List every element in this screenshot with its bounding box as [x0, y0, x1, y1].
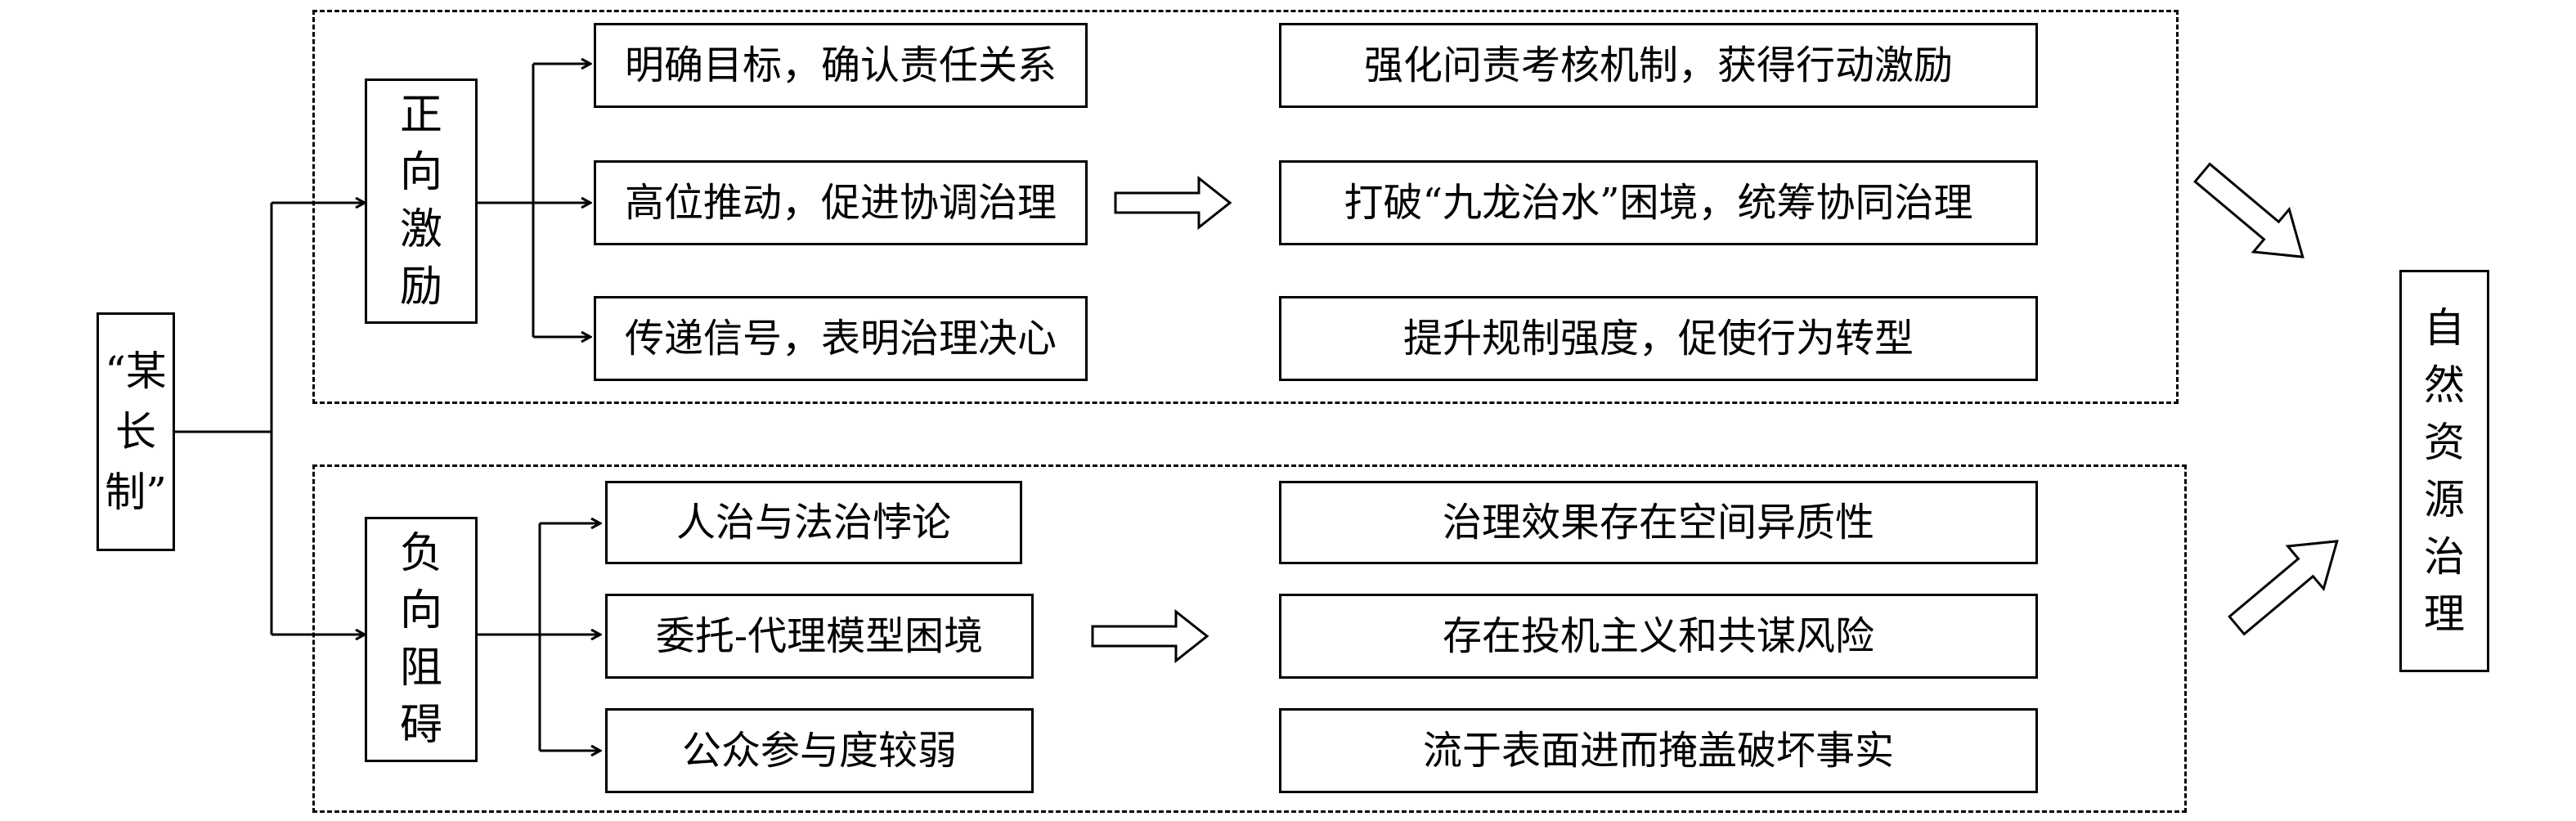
- negative-cause-3: 公众参与度较弱: [605, 708, 1034, 793]
- diagonal-arrow-up: [2228, 540, 2339, 636]
- positive-cause-2: 高位推动，促进协调治理: [594, 160, 1088, 245]
- block-arrow-positive: [1114, 175, 1232, 231]
- positive-label: 正 向 激 励: [365, 79, 478, 324]
- negative-cause-1: 人治与法治悖论: [605, 481, 1022, 564]
- positive-cause-1: 明确目标，确认责任关系: [594, 23, 1088, 108]
- block-arrow-negative: [1091, 608, 1209, 664]
- negative-effect-1: 治理效果存在空间异质性: [1279, 481, 2038, 564]
- negative-effect-2: 存在投机主义和共谋风险: [1279, 594, 2038, 679]
- diagonal-arrow-down: [2193, 162, 2304, 258]
- negative-cause-2: 委托-代理模型困境: [605, 594, 1034, 679]
- positive-cause-3: 传递信号，表明治理决心: [594, 296, 1088, 381]
- negative-group-container: [312, 464, 2187, 813]
- positive-effect-2: 打破“九龙治水”困境，统筹协同治理: [1279, 160, 2038, 245]
- positive-effect-1: 强化问责考核机制，获得行动激励: [1279, 23, 2038, 108]
- negative-label: 负 向 阻 碍: [365, 517, 478, 762]
- positive-effect-3: 提升规制强度，促使行为转型: [1279, 296, 2038, 381]
- negative-effect-3: 流于表面进而掩盖破坏事实: [1279, 708, 2038, 793]
- positive-group-container: [312, 10, 2179, 404]
- outcome-node: 自 然 资 源 治 理: [2399, 270, 2489, 672]
- root-node: “某 长 制”: [96, 312, 175, 551]
